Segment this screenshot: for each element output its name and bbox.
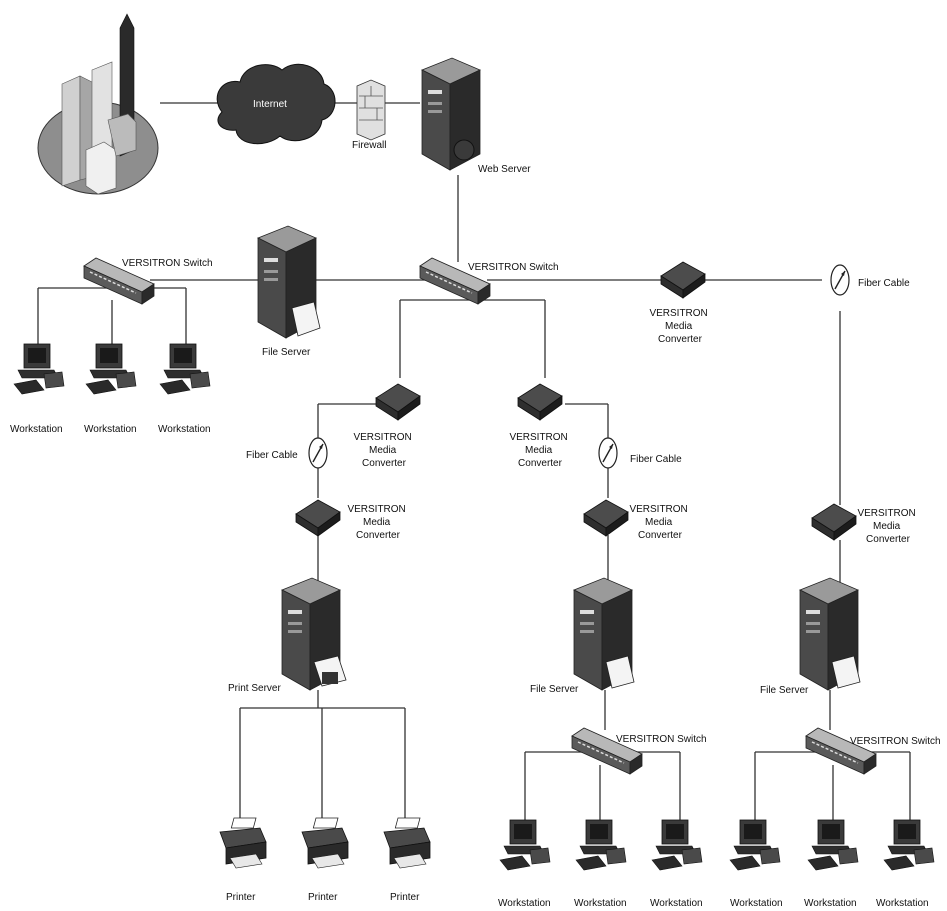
printer-label: Printer — [308, 892, 338, 903]
workstation-label: Workstation — [10, 424, 63, 435]
workstation-icon — [652, 820, 702, 870]
internet-label: Internet — [253, 99, 287, 110]
media-converter-top-icon — [661, 262, 705, 298]
workstation-label: Workstation — [158, 424, 211, 435]
workstation-label: Workstation — [574, 898, 627, 909]
media-converter-low-right-label: VERSITRON Media Converter — [857, 508, 918, 545]
office-buildings-icon — [38, 14, 158, 194]
lower-right-switch-label: VERSITRON Switch — [850, 736, 941, 747]
printer-icon — [302, 818, 348, 868]
print-server-label: Print Server — [228, 683, 281, 694]
workstation-label: Workstation — [804, 898, 857, 909]
media-converter-top-label: VERSITRON Media Converter — [649, 308, 710, 345]
internet-cloud-icon: Internet — [217, 64, 335, 143]
media-converter-mid-left-label: VERSITRON Media Converter — [353, 432, 414, 469]
workstation-label: Workstation — [498, 898, 551, 909]
workstation-label: Workstation — [876, 898, 929, 909]
file-server-top-icon — [258, 226, 320, 338]
workstation-icon — [808, 820, 858, 870]
media-converter-mid-right-label: VERSITRON Media Converter — [509, 432, 570, 469]
file-server-middle-icon — [574, 578, 634, 690]
media-converter-low-mid-label: VERSITRON Media Converter — [629, 504, 690, 541]
workstation-icon — [500, 820, 550, 870]
printer-label: Printer — [390, 892, 420, 903]
workstation-icon — [576, 820, 626, 870]
workstation-icon — [884, 820, 934, 870]
workstation-label: Workstation — [730, 898, 783, 909]
media-converter-low-right-icon — [812, 504, 856, 540]
media-converter-mid-left-icon — [376, 384, 420, 420]
fiber-cable-right-label: Fiber Cable — [858, 278, 910, 289]
main-switch-label: VERSITRON Switch — [468, 262, 559, 273]
printer-label: Printer — [226, 892, 256, 903]
media-converter-mid-right-icon — [518, 384, 562, 420]
media-converter-low-left-icon — [296, 500, 340, 536]
workstation-label: Workstation — [650, 898, 703, 909]
lower-right-switch-icon — [806, 728, 876, 774]
firewall-label: Firewall — [352, 140, 386, 151]
workstation-icon — [730, 820, 780, 870]
web-server-label: Web Server — [478, 164, 531, 175]
printer-icon — [220, 818, 266, 868]
lower-middle-switch-label: VERSITRON Switch — [616, 734, 707, 745]
file-server-right-icon — [800, 578, 860, 690]
fiber-cable-middle-icon — [599, 438, 617, 468]
web-server-icon — [422, 58, 480, 170]
workstation-icon — [160, 344, 210, 394]
media-converter-low-mid-icon — [584, 500, 628, 536]
printer-icon — [384, 818, 430, 868]
fiber-cable-left-icon — [309, 438, 327, 468]
left-switch-label: VERSITRON Switch — [122, 258, 213, 269]
print-server-icon — [282, 578, 346, 690]
workstation-label: Workstation — [84, 424, 137, 435]
network-wires — [38, 103, 910, 820]
file-server-top-label: File Server — [262, 347, 311, 358]
fiber-cable-left-label: Fiber Cable — [246, 450, 298, 461]
firewall-icon — [357, 80, 385, 140]
media-converter-low-left-label: VERSITRON Media Converter — [347, 504, 408, 541]
fiber-cable-right-icon — [831, 265, 849, 295]
workstation-icon — [86, 344, 136, 394]
file-server-right-label: File Server — [760, 685, 809, 696]
file-server-middle-label: File Server — [530, 684, 579, 695]
workstation-icon — [14, 344, 64, 394]
fiber-cable-middle-label: Fiber Cable — [630, 454, 682, 465]
